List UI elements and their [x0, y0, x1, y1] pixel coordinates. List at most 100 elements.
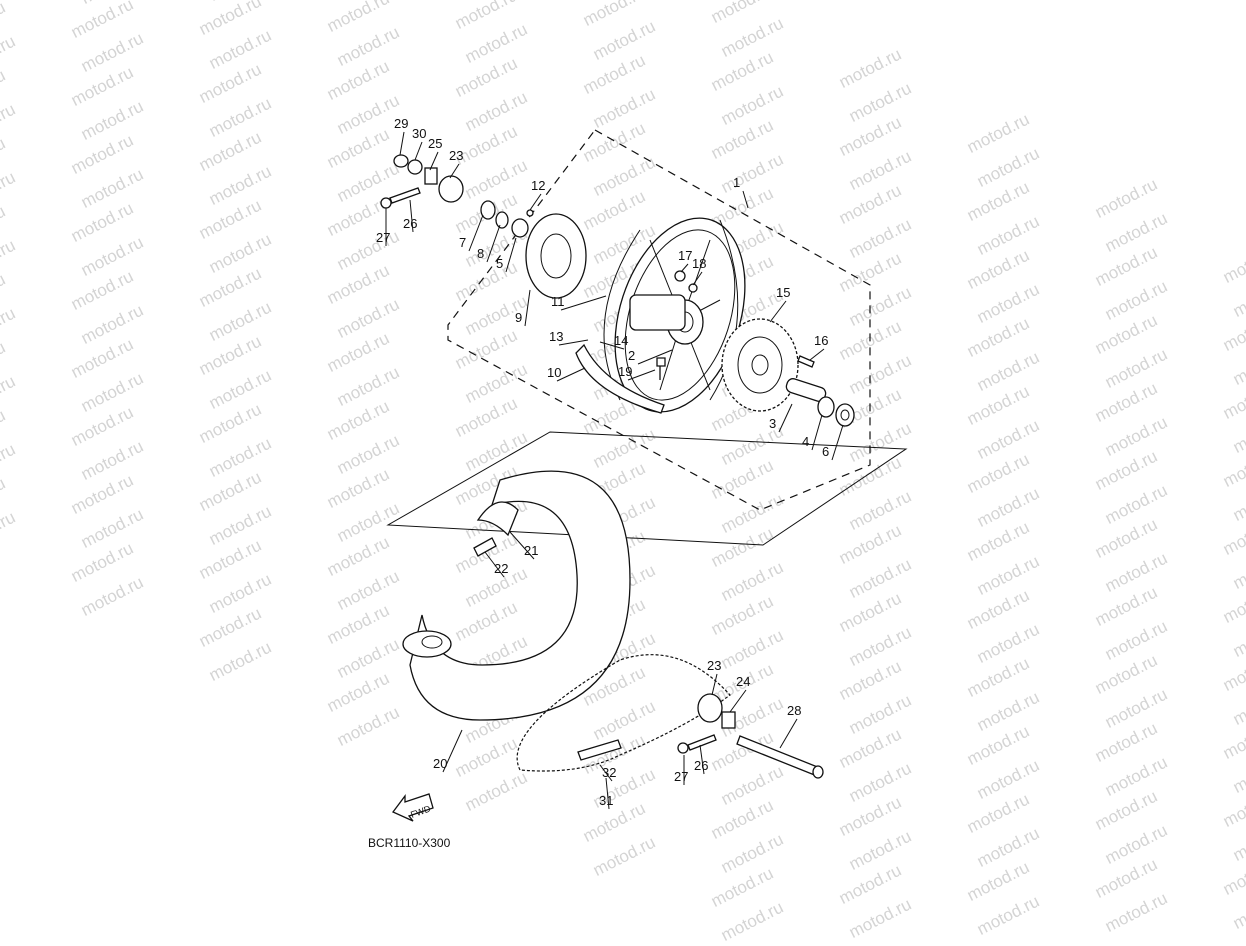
callout-leader: [529, 193, 542, 211]
callout-31: 31: [599, 793, 613, 808]
driven-sprocket: [721, 318, 799, 412]
washer-18: [688, 283, 698, 293]
callout-25: 25: [428, 136, 442, 151]
callout-leader: [509, 531, 535, 560]
callout-10: 10: [547, 365, 561, 380]
callout-leader: [811, 414, 823, 451]
callout-leader: [692, 271, 703, 286]
collar-23-bottom: [697, 693, 723, 723]
drive-chain: [516, 654, 731, 772]
collar-23-top: [438, 175, 464, 203]
bolt-26-top: [389, 187, 421, 204]
screw-12: [526, 209, 534, 217]
callout-23: 23: [449, 148, 463, 163]
callout-leader: [399, 131, 405, 156]
valve-19: [656, 357, 666, 380]
callout-leader: [637, 349, 673, 365]
callout-leader: [468, 214, 484, 252]
nut-27-top: [380, 197, 392, 209]
callout-leader: [486, 224, 501, 263]
callout-22: 22: [494, 561, 508, 576]
callout-21: 21: [524, 543, 538, 558]
bolt-26-bottom: [687, 734, 717, 751]
callout-leader: [778, 403, 793, 433]
callout-leader: [558, 339, 589, 346]
callout-leader: [809, 348, 825, 361]
callout-29: 29: [394, 116, 408, 131]
nut-29: [393, 154, 409, 168]
callout-leader: [449, 163, 460, 179]
callout-16: 16: [814, 333, 828, 348]
callout-26: 26: [694, 758, 708, 773]
callout-leader: [742, 190, 749, 209]
puller-24: [721, 711, 736, 729]
wheel-axle: [736, 735, 821, 777]
callout-27: 27: [674, 769, 688, 784]
callout-27: 27: [376, 230, 390, 245]
collar: [785, 378, 827, 402]
fwd-arrow-icon: FWD: [391, 793, 434, 822]
callout-leader: [524, 289, 531, 327]
chain-joint: [577, 739, 622, 761]
callout-leader: [831, 424, 844, 461]
callout-leader: [627, 369, 656, 381]
callout-2: 2: [628, 348, 635, 363]
callout-20: 20: [433, 756, 447, 771]
callout-leader: [484, 551, 505, 578]
callout-leader: [409, 199, 414, 233]
tire: [402, 470, 631, 721]
callout-leader: [414, 141, 423, 161]
nut-27-bottom: [677, 742, 689, 754]
puller-25: [424, 167, 438, 185]
callout-30: 30: [412, 126, 426, 141]
washer-30: [407, 159, 423, 175]
callout-7: 7: [459, 235, 466, 250]
callout-8: 8: [477, 246, 484, 261]
callout-leader: [769, 300, 787, 323]
tube: [476, 501, 519, 537]
callout-18: 18: [692, 256, 706, 271]
callout-leader: [605, 777, 610, 810]
bearing-4: [817, 396, 835, 418]
callout-13: 13: [549, 329, 563, 344]
callout-5: 5: [496, 256, 503, 271]
callout-28: 28: [787, 703, 801, 718]
callout-leader: [599, 764, 613, 782]
diagram-code: BCR1110-X300: [368, 836, 451, 850]
callout-leader: [429, 151, 439, 171]
callout-15: 15: [776, 285, 790, 300]
callout-leader: [560, 295, 607, 311]
callout-1: 1: [733, 175, 740, 190]
oil-seal-6: [835, 403, 855, 427]
tire-assembly-box: [386, 431, 908, 546]
brake-disc: [525, 213, 587, 299]
callout-leader: [699, 744, 705, 775]
callout-leader: [779, 718, 798, 749]
callout-leader: [442, 729, 463, 773]
bearing-5: [511, 218, 529, 238]
rim-band: [575, 343, 665, 414]
callout-6: 6: [822, 444, 829, 459]
callout-leader: [680, 263, 689, 273]
callout-32: 32: [602, 765, 616, 780]
bolt-16: [797, 355, 815, 368]
callout-11: 11: [551, 294, 565, 309]
callout-19: 19: [618, 364, 632, 379]
callout-leader: [711, 673, 718, 696]
callout-4: 4: [802, 434, 809, 449]
callout-23: 23: [707, 658, 721, 673]
callout-leader: [599, 341, 625, 350]
spacer-8: [495, 211, 509, 229]
callout-14: 14: [614, 333, 628, 348]
wheel-assembly-box: [447, 129, 871, 511]
callout-26: 26: [403, 216, 417, 231]
bearing-7: [480, 200, 496, 220]
callout-17: 17: [678, 248, 692, 263]
wheel-hub: [629, 294, 704, 345]
callout-leader: [556, 367, 586, 382]
callout-leader: [505, 237, 517, 273]
callout-3: 3: [769, 416, 776, 431]
